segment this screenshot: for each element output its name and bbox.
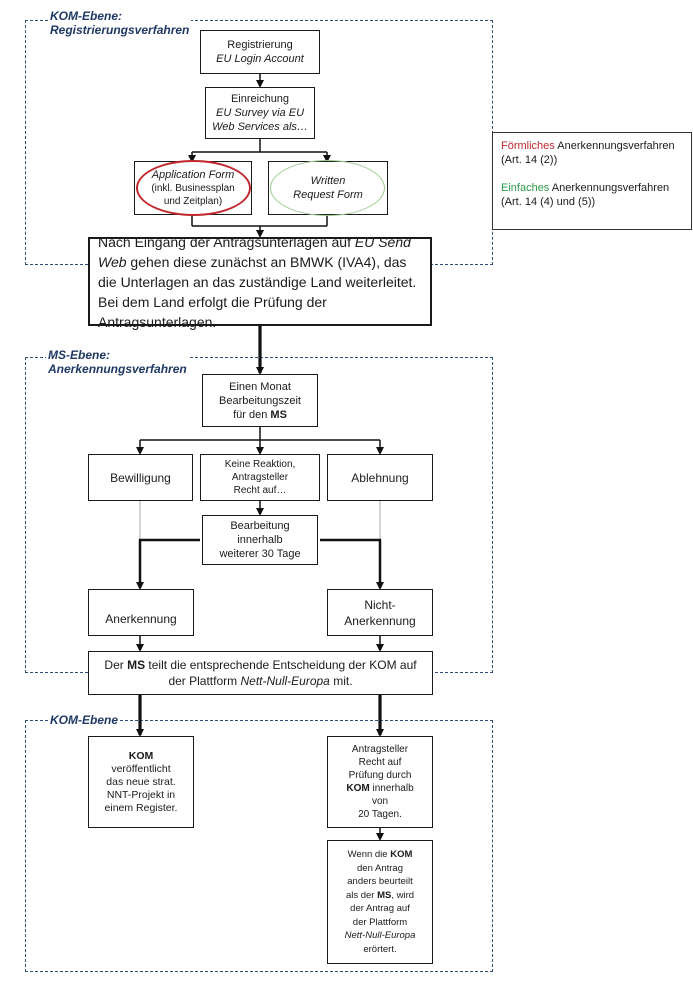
legend-simple-ref: (Art. 14 (4) und (5)) bbox=[501, 196, 596, 208]
section-title-kom-final: KOM-Ebene bbox=[48, 713, 121, 727]
box-nicht-anerkennung: Nicht- Anerkennung bbox=[327, 589, 433, 636]
box-wenn-kom: Wenn die KOM den Antrag anders beurteilt… bbox=[327, 840, 433, 964]
box-bearbeitung: Bearbeitung innerhalb weiterer 30 Tage bbox=[202, 515, 318, 565]
ellipse-formal bbox=[136, 160, 251, 216]
box-kom-veroeffentlicht: KOM veröffentlicht das neue strat. NNT-P… bbox=[88, 736, 194, 828]
arrow-bearbeitung-nicht-anerkennung bbox=[320, 538, 384, 590]
box-bewilligung: Bewilligung bbox=[88, 454, 193, 501]
legend: Förmliches Anerkennungsverfahren (Art. 1… bbox=[492, 132, 692, 230]
arrow-bearbeitung-anerkennung bbox=[136, 538, 200, 590]
section-title-registration: KOM-Ebene: Registrierungsverfahren bbox=[48, 9, 192, 37]
box-einreichung: Einreichung EU Survey via EU Web Service… bbox=[205, 87, 315, 139]
legend-simple: Einfaches Anerkennungsverfahren bbox=[501, 182, 670, 194]
box-registrierung: Registrierung EU Login Account bbox=[200, 30, 320, 74]
box-ms-teilt: Der MS teilt die entsprechende Entscheid… bbox=[88, 651, 433, 695]
legend-formal-ref: (Art. 14 (2)) bbox=[501, 154, 558, 166]
section-title-recognition: MS-Ebene: Anerkennungsverfahren bbox=[46, 348, 189, 376]
legend-formal: Förmliches Anerkennungsverfahren bbox=[501, 140, 675, 152]
box-ablehnung: Ablehnung bbox=[327, 454, 433, 501]
box-monat: Einen Monat Bearbeitungszeit für den MS bbox=[202, 374, 318, 427]
box-anerkennung: Anerkennung bbox=[88, 589, 194, 636]
section-frame-kom-final bbox=[25, 720, 493, 972]
box-eingang: Nach Eingang der Antragsunterlagen auf E… bbox=[88, 234, 432, 330]
box-keine-reaktion: Keine Reaktion, Antragsteller Recht auf… bbox=[200, 454, 320, 501]
ellipse-simple bbox=[270, 160, 385, 216]
box-antragsteller-recht: Antragsteller Recht auf Prüfung durch KO… bbox=[327, 736, 433, 828]
